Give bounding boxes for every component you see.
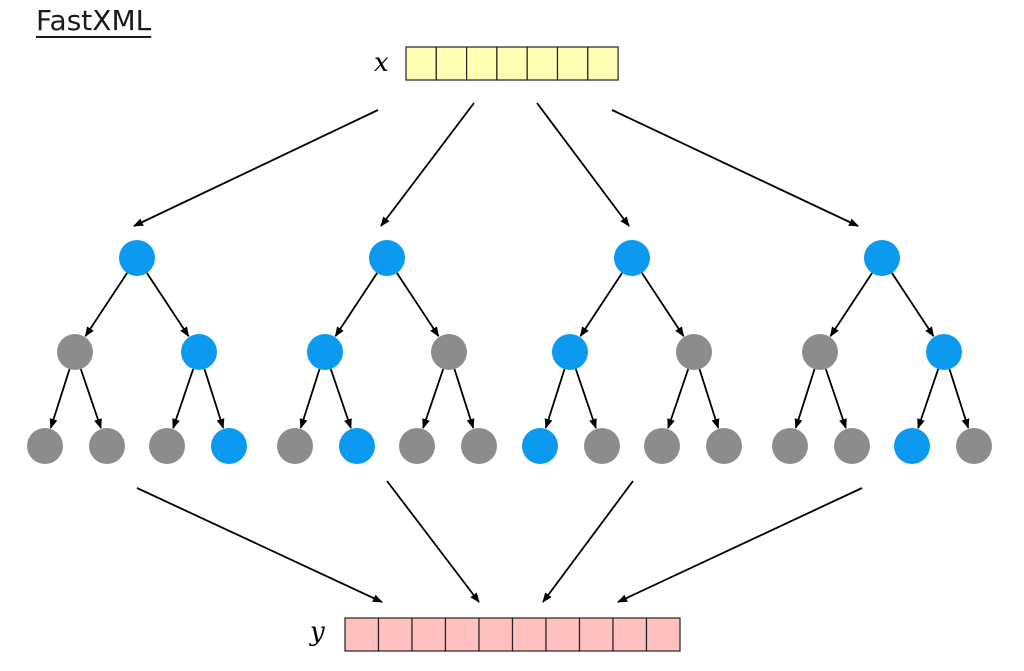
internal-node-inactive <box>431 334 467 370</box>
output-vector-cell <box>578 617 614 652</box>
tree-edge <box>829 272 873 337</box>
tree-edge <box>544 368 566 429</box>
tree-edge <box>396 272 440 337</box>
root-node-active <box>614 240 650 276</box>
input-vector-cell <box>556 46 589 81</box>
tree-edge <box>84 272 128 337</box>
input-vector-cell <box>496 46 528 81</box>
tree-edge <box>824 368 847 429</box>
tree-2 <box>277 240 497 464</box>
root-node-active <box>369 240 405 276</box>
input-arrow <box>611 109 859 227</box>
tree-edge <box>667 368 690 429</box>
leaf-node-inactive <box>89 428 125 464</box>
output-vector-cell <box>511 617 547 652</box>
tree-edge <box>334 272 378 337</box>
internal-node-active <box>181 334 217 370</box>
tree-edge <box>172 368 195 429</box>
tree-edge <box>698 368 720 429</box>
output-vector-cell <box>377 617 413 652</box>
output-vector-cell <box>344 617 380 652</box>
input-arrows <box>133 102 859 227</box>
internal-node-active <box>552 334 588 370</box>
tree-edge <box>329 368 352 429</box>
leaf-node-active <box>522 428 558 464</box>
leaf-node-inactive <box>461 428 497 464</box>
input-vector-cell <box>526 46 559 81</box>
internal-node-inactive <box>57 334 93 370</box>
tree-edge <box>794 368 816 429</box>
internal-node-active <box>926 334 962 370</box>
output-arrow <box>136 487 383 603</box>
leaf-node-inactive <box>149 428 185 464</box>
output-vector-cell <box>645 617 681 652</box>
diagram-title: FastXML <box>36 4 152 37</box>
input-vector <box>405 46 619 81</box>
internal-node-inactive <box>676 334 712 370</box>
root-node-active <box>119 240 155 276</box>
tree-edge <box>641 272 685 337</box>
input-arrow <box>536 102 630 227</box>
input-vector-cell <box>587 46 619 81</box>
tree-1 <box>27 240 247 464</box>
leaf-node-inactive <box>772 428 808 464</box>
input-arrow <box>133 109 379 227</box>
output-vector-cell <box>411 617 447 652</box>
tree-edge <box>917 368 940 429</box>
tree-edge <box>422 368 445 429</box>
leaf-node-inactive <box>277 428 313 464</box>
output-vector-cell <box>545 617 581 652</box>
tree-forest <box>27 240 992 464</box>
internal-node-active <box>307 334 343 370</box>
tree-edge <box>203 368 225 429</box>
leaf-node-inactive <box>399 428 435 464</box>
output-vector <box>344 617 681 652</box>
output-vector-label: y <box>309 617 325 647</box>
tree-edge <box>948 368 970 429</box>
leaf-node-inactive <box>706 428 742 464</box>
input-vector-cell <box>466 46 498 81</box>
output-arrows <box>136 480 863 603</box>
leaf-node-inactive <box>644 428 680 464</box>
tree-edge <box>49 368 71 429</box>
output-vector-cell <box>612 617 648 652</box>
leaf-node-active <box>894 428 930 464</box>
output-arrow <box>617 487 863 603</box>
leaf-node-active <box>339 428 375 464</box>
leaf-node-inactive <box>956 428 992 464</box>
tree-edge <box>574 368 597 429</box>
input-arrow <box>380 102 475 227</box>
tree-edge <box>79 368 102 429</box>
tree-edge <box>579 272 623 337</box>
output-arrow <box>386 480 480 603</box>
leaf-node-inactive <box>27 428 63 464</box>
output-arrow <box>542 480 634 603</box>
tree-3 <box>522 240 742 464</box>
tree-edge <box>146 272 190 337</box>
tree-edge <box>891 272 935 337</box>
input-vector-label: x <box>374 48 389 78</box>
root-node-active <box>864 240 900 276</box>
output-vector-cell <box>444 617 480 652</box>
input-vector-cell <box>405 46 437 81</box>
internal-node-inactive <box>802 334 838 370</box>
output-vector-cell <box>478 617 514 652</box>
leaf-node-inactive <box>834 428 870 464</box>
leaf-node-active <box>211 428 247 464</box>
tree-edge <box>299 368 321 429</box>
tree-edge <box>453 368 475 429</box>
input-vector-cell <box>435 46 468 81</box>
leaf-node-inactive <box>584 428 620 464</box>
tree-4 <box>772 240 992 464</box>
